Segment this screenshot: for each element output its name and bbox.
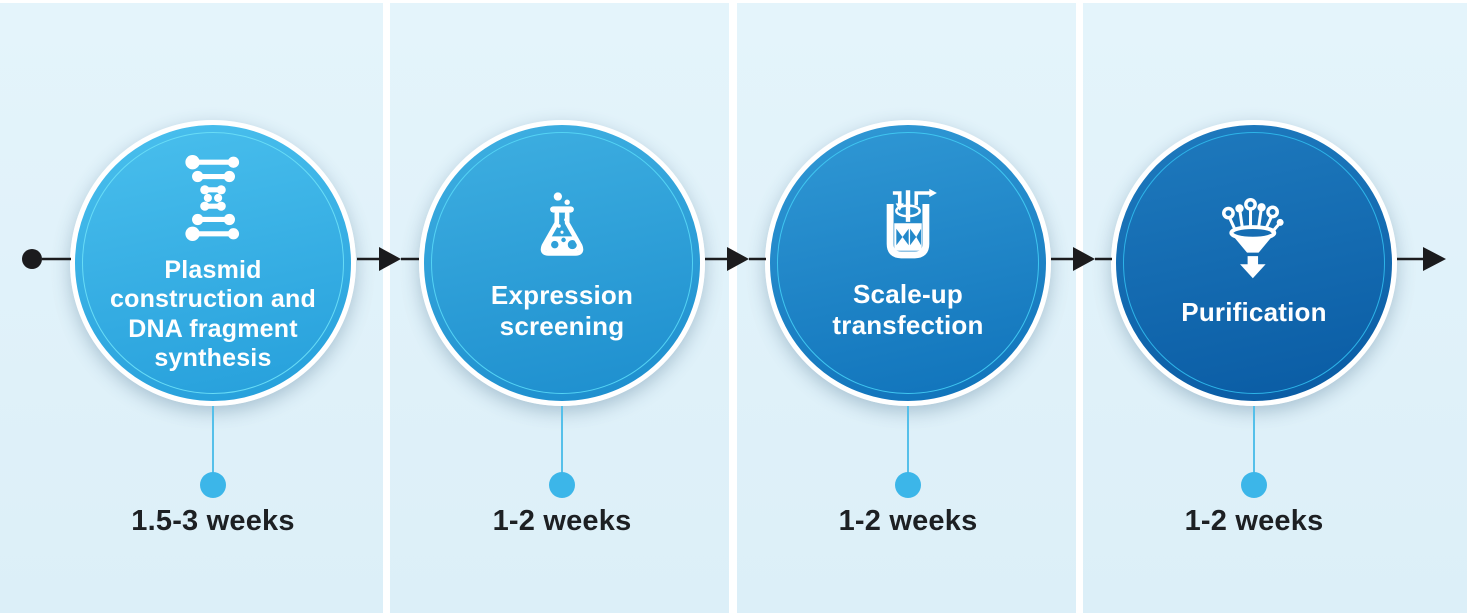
duration-label: 1-2 weeks	[838, 505, 978, 537]
duration-dot	[895, 472, 921, 498]
duration-dot	[549, 472, 575, 498]
circle-inner-ring	[82, 132, 344, 394]
stage-title: Purification	[1181, 297, 1327, 328]
circle-inner-ring	[431, 132, 693, 394]
duration-connector-line	[561, 406, 563, 473]
duration-label: 1-2 weeks	[492, 505, 632, 537]
duration-connector-line	[212, 406, 214, 473]
duration-label: 1-2 weeks	[1184, 505, 1324, 537]
stage-circle-expression-screening: Expression screening	[419, 120, 705, 406]
duration-dot	[1241, 472, 1267, 498]
circle-inner-ring	[1123, 132, 1385, 394]
stage-circle-purification: Purification	[1111, 120, 1397, 406]
duration-label: 1.5-3 weeks	[131, 505, 295, 537]
stage-title: Expression screening	[490, 279, 634, 341]
circle-inner-ring	[777, 132, 1039, 394]
duration-connector-line	[1253, 406, 1255, 473]
duration-connector-line	[907, 406, 909, 473]
stage-circle-scale-up-transfection: Scale-up transfection	[765, 120, 1051, 406]
stage-title: Plasmid construction and DNA fragment sy…	[110, 255, 316, 373]
duration-dot	[200, 472, 226, 498]
stage-circle-plasmid-construction: Plasmid construction and DNA fragment sy…	[70, 120, 356, 406]
stage-title: Scale-up transfection	[832, 278, 984, 340]
